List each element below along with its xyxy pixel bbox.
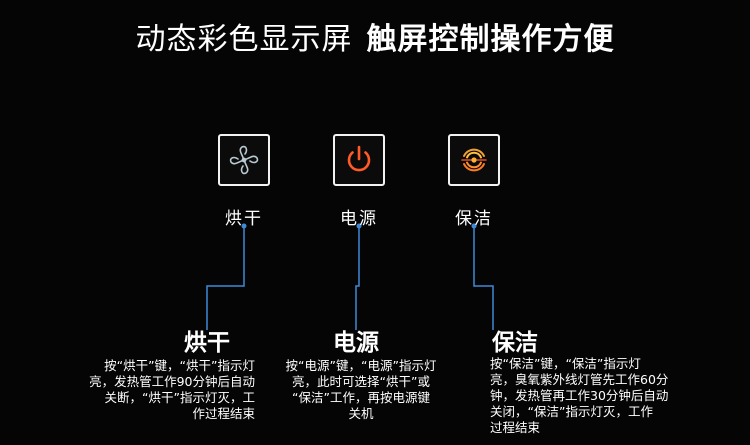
power-button[interactable] <box>333 134 385 186</box>
headline-bold: 触屏控制操作方便 <box>366 22 615 57</box>
fan-icon <box>229 145 259 175</box>
clean-feature-title: 保洁 <box>492 330 538 356</box>
power-feature-title: 电源 <box>333 330 379 356</box>
power-icon <box>347 145 371 172</box>
description-line: 作过程结束 <box>192 406 255 421</box>
dry-button-label: 烘干 <box>225 209 263 229</box>
description-line: 按“电源”键，“电源”指示灯 <box>285 358 437 373</box>
connector-power <box>355 226 360 330</box>
dry-feature-title: 烘干 <box>184 330 230 356</box>
description-line: 亮，臭氧紫外线灯管先工作60分 <box>490 372 669 387</box>
sterilize-icon <box>461 148 487 172</box>
power-feature-description: 按“电源”键，“电源”指示灯 亮，此时可选择“烘干”或 “保洁”工作，再按电源键… <box>266 358 456 422</box>
description-line: 钟，发热管再工作30分钟后自动 <box>490 388 669 403</box>
dry-button[interactable] <box>218 134 270 186</box>
power-button-label: 电源 <box>340 209 378 229</box>
connector-clean <box>473 226 494 330</box>
dry-feature-description: 按“烘干”键，“烘干”指示灯 亮，发热管工作90分钟后自动 关断，“烘干”指示灯… <box>50 358 255 422</box>
description-line: 按“烘干”键，“烘干”指示灯 <box>104 358 255 373</box>
connector-dry <box>206 226 245 330</box>
description-line: 关闭，“保洁”指示灯灭，工作 <box>490 404 653 419</box>
clean-button-label: 保洁 <box>455 209 493 229</box>
description-line: 按“保洁”键，“保洁”指示灯 <box>490 356 641 371</box>
clean-feature-description: 按“保洁”键，“保洁”指示灯 亮，臭氧紫外线灯管先工作60分 钟，发热管再工作3… <box>490 356 700 436</box>
description-line: 亮，发热管工作90分钟后自动 <box>89 374 255 389</box>
page-headline: 动态彩色显示屏触屏控制操作方便 <box>0 14 750 58</box>
description-line: “保洁”工作，再按电源键 <box>292 390 430 405</box>
clean-button[interactable] <box>448 134 500 186</box>
description-line: 亮，此时可选择“烘干”或 <box>292 374 430 389</box>
headline-light: 动态彩色显示屏 <box>135 22 353 57</box>
description-line: 关机 <box>348 406 374 421</box>
description-line: 过程结束 <box>490 420 541 435</box>
description-line: 关断，“烘干”指示灯灭，工 <box>104 390 255 405</box>
